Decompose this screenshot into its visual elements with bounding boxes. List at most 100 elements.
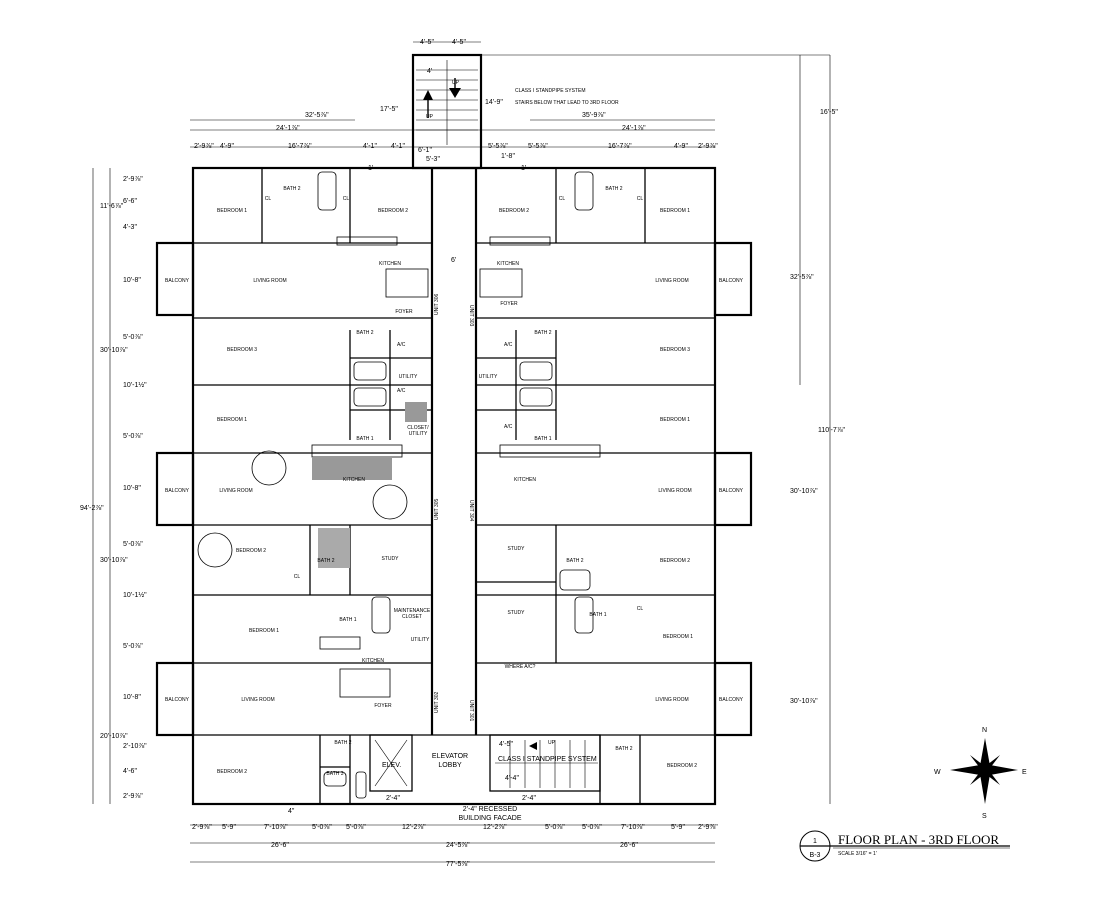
room-label: BEDROOM 2 bbox=[378, 208, 408, 214]
dimension-text: 5'-0⅞" bbox=[123, 334, 143, 341]
room-label: FOYER bbox=[374, 703, 392, 709]
room-label: BATH 1 bbox=[339, 617, 356, 623]
room-label: BEDROOM 1 bbox=[660, 417, 690, 423]
room-label: BATH 2 bbox=[566, 558, 583, 564]
compass-west: W bbox=[934, 769, 941, 776]
room-label: BEDROOM 1 bbox=[660, 208, 690, 214]
room-label: FOYER bbox=[500, 301, 518, 307]
room-label: LIVING ROOM bbox=[655, 278, 688, 284]
room-label: BEDROOM 2 bbox=[499, 208, 529, 214]
dimension-text: 11'-6⅞" bbox=[100, 203, 124, 210]
dimension-text: 14'-9" bbox=[485, 99, 503, 106]
dimension-text: 110'-7⅞" bbox=[818, 427, 846, 434]
dimension-text: 2'-9⅞" bbox=[123, 793, 143, 800]
room-label: STUDY bbox=[382, 556, 400, 562]
dimension-text: 4" bbox=[288, 808, 295, 815]
elevator-lobby-label-1: ELEVATOR bbox=[432, 753, 468, 760]
drawing-title: FLOOR PLAN - 3RD FLOOR bbox=[838, 832, 999, 847]
dimension-text: 2'-9⅞" bbox=[123, 176, 143, 183]
dimension-text: 30'-10⅞" bbox=[790, 698, 818, 705]
room-label: LIVING ROOM bbox=[253, 278, 286, 284]
unit-label: UNIT 301 bbox=[468, 700, 474, 722]
dimension-text: 10'-1½" bbox=[123, 591, 147, 599]
room-label: LIVING ROOM bbox=[655, 697, 688, 703]
room-label: CL bbox=[559, 196, 566, 202]
room-label: A/C bbox=[504, 424, 513, 430]
compass-east: E bbox=[1022, 769, 1027, 776]
dimension-text: 16'-7⅞" bbox=[608, 143, 632, 150]
room-label: CLOSET/ bbox=[407, 425, 429, 431]
up-arrow-icon bbox=[423, 90, 433, 100]
room-label: KITCHEN bbox=[497, 261, 519, 267]
dimension-text: 4' bbox=[427, 68, 432, 75]
stair-tower-top bbox=[411, 53, 483, 170]
room-label: BATH 2 bbox=[334, 740, 351, 746]
room-label: A/C bbox=[397, 388, 406, 394]
room-label: LIVING ROOM bbox=[658, 488, 691, 494]
room-label: BEDROOM 1 bbox=[663, 634, 693, 640]
dimension-text: 5'-0⅞" bbox=[123, 433, 143, 440]
stair-up-label-2: UP bbox=[426, 114, 434, 120]
unit-label: UNIT 305 bbox=[434, 498, 440, 520]
room-label: BATH 2 bbox=[317, 558, 334, 564]
room-label: CL bbox=[343, 196, 350, 202]
room-label: BATH 1 bbox=[534, 436, 551, 442]
dimension-text: 1'-8" bbox=[501, 153, 515, 160]
compass-south: S bbox=[982, 813, 987, 820]
room-label: UTILITY bbox=[399, 374, 418, 380]
unit-label: UNIT 302 bbox=[434, 691, 440, 713]
dimension-text: 5'-9" bbox=[222, 824, 236, 831]
balcony-se bbox=[713, 661, 753, 737]
dimension-text: 24'-5⅞" bbox=[446, 842, 470, 849]
dimension-text: 10'-8" bbox=[123, 485, 141, 492]
room-label: BEDROOM 2 bbox=[667, 763, 697, 769]
dimension-text: 4'-4" bbox=[505, 775, 519, 782]
room-label: BEDROOM 2 bbox=[217, 769, 247, 775]
dimension-text: 2'-9⅞" bbox=[192, 824, 212, 831]
dimension-text: 5'-0⅞" bbox=[582, 824, 602, 831]
sheet-number: 1 bbox=[813, 838, 817, 845]
elevator-label: ELEV. bbox=[382, 762, 401, 769]
dimension-text: 4'-5" bbox=[499, 741, 513, 748]
balcony-sw bbox=[155, 661, 195, 737]
room-label: BEDROOM 1 bbox=[249, 628, 279, 634]
dimension-text: 6'-1" bbox=[418, 147, 432, 154]
dimension-text: 26'-6" bbox=[271, 842, 289, 849]
room-label: BATH 2 bbox=[615, 746, 632, 752]
dimension-text: 4'-1" bbox=[363, 143, 377, 150]
dimension-text: 5'-0⅞" bbox=[312, 824, 332, 831]
recessed-note-2: BUILDING FACADE bbox=[458, 815, 521, 822]
room-label: UTILITY bbox=[411, 637, 430, 643]
north-arrow-compass bbox=[950, 738, 1018, 804]
drawing-scale: SCALE 3/16" = 1' bbox=[838, 851, 877, 857]
dimension-text: 2'-9⅞" bbox=[194, 143, 214, 150]
room-label: BATH 1 bbox=[356, 436, 373, 442]
room-label: MAINTENANCE bbox=[394, 608, 431, 614]
dimension-text: 77'-5⅞" bbox=[446, 861, 470, 868]
room-label: BALCONY bbox=[719, 697, 744, 703]
unit-label: UNIT 304 bbox=[468, 500, 474, 522]
dimension-text: 5'-5⅞" bbox=[528, 143, 548, 150]
recessed-note-1: 2'-4" RECESSED bbox=[463, 806, 517, 813]
dimension-text: 10'-8" bbox=[123, 277, 141, 284]
standpipe-lower-note: CLASS I STANDPIPE SYSTEM bbox=[498, 756, 597, 763]
dimension-text: 2'-4" bbox=[386, 795, 400, 802]
room-label: BATH 1 bbox=[589, 612, 606, 618]
room-label: BEDROOM 1 bbox=[217, 208, 247, 214]
room-label: BALCONY bbox=[165, 488, 190, 494]
room-label: CL bbox=[637, 606, 644, 612]
dimension-text: 94'-2⅞" bbox=[80, 505, 104, 512]
balcony-w bbox=[155, 451, 195, 527]
room-label: KITCHEN bbox=[379, 261, 401, 267]
room-label: CLOSET bbox=[402, 614, 422, 620]
balcony-nw bbox=[155, 241, 195, 317]
room-label: BALCONY bbox=[165, 278, 190, 284]
dimension-text: 4'-5" bbox=[452, 39, 466, 46]
stair-up-label: UP bbox=[452, 80, 460, 86]
title-block bbox=[799, 830, 1010, 862]
dimension-text: 1' bbox=[521, 165, 526, 172]
where-ac-note: WHERE A/C? bbox=[505, 664, 536, 670]
dimension-text: 10'-8" bbox=[123, 694, 141, 701]
room-label: BATH 2 bbox=[605, 186, 622, 192]
